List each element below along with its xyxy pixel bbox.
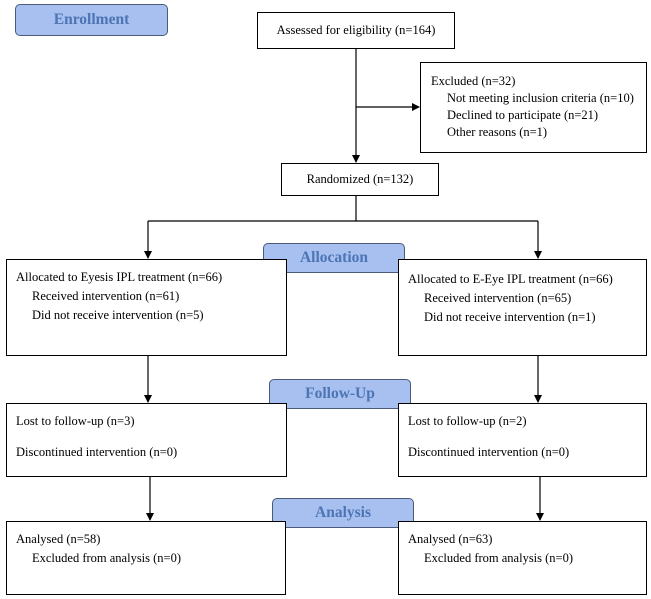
- assessed-box: Assessed for eligibility (n=164): [257, 12, 455, 49]
- left-allocation-box: Allocated to Eyesis IPL treatment (n=66)…: [6, 259, 287, 356]
- right-discontinued-text: Discontinued intervention (n=0): [408, 445, 570, 459]
- excluded-item: Other reasons (n=1): [447, 125, 548, 139]
- assessed-text: Assessed for eligibility (n=164): [276, 23, 436, 37]
- right-excluded-analysis-text: Excluded from analysis (n=0): [424, 551, 574, 565]
- stage-label-analysis: Analysis: [272, 498, 414, 528]
- excluded-item: Not meeting inclusion criteria (n=10): [447, 91, 634, 105]
- randomized-text: Randomized (n=132): [306, 172, 414, 186]
- excluded-item: Declined to participate (n=21): [447, 108, 599, 122]
- stage-label-allocation: Allocation: [263, 243, 405, 273]
- excluded-box: Excluded (n=32) Not meeting inclusion cr…: [420, 62, 647, 153]
- right-analysed-text: Analysed (n=63): [408, 532, 493, 546]
- stage-label-follow-up: Follow-Up: [269, 379, 411, 409]
- right-follow-up-box: Lost to follow-up (n=2) Discontinued int…: [398, 403, 647, 477]
- left-follow-up-box: Lost to follow-up (n=3) Discontinued int…: [6, 403, 287, 477]
- left-analysed-text: Analysed (n=58): [16, 532, 101, 546]
- randomized-box: Randomized (n=132): [281, 163, 439, 196]
- right-not-received-text: Did not receive intervention (n=1): [424, 310, 596, 324]
- stage-label-enrollment: Enrollment: [15, 4, 168, 36]
- excluded-title: Excluded (n=32): [431, 74, 516, 88]
- left-excluded-analysis-text: Excluded from analysis (n=0): [32, 551, 182, 565]
- right-allocation-box: Allocated to E-Eye IPL treatment (n=66) …: [398, 259, 647, 356]
- left-analysis-box: Analysed (n=58) Excluded from analysis (…: [6, 521, 286, 595]
- left-discontinued-text: Discontinued intervention (n=0): [16, 445, 178, 459]
- right-allocated-text: Allocated to E-Eye IPL treatment (n=66): [408, 272, 613, 286]
- left-not-received-text: Did not receive intervention (n=5): [32, 308, 204, 322]
- left-lost-text: Lost to follow-up (n=3): [16, 414, 135, 428]
- left-allocated-text: Allocated to Eyesis IPL treatment (n=66): [16, 270, 223, 284]
- right-analysis-box: Analysed (n=63) Excluded from analysis (…: [398, 521, 647, 595]
- left-received-text: Received intervention (n=61): [32, 289, 180, 303]
- right-received-text: Received intervention (n=65): [424, 291, 572, 305]
- right-lost-text: Lost to follow-up (n=2): [408, 414, 527, 428]
